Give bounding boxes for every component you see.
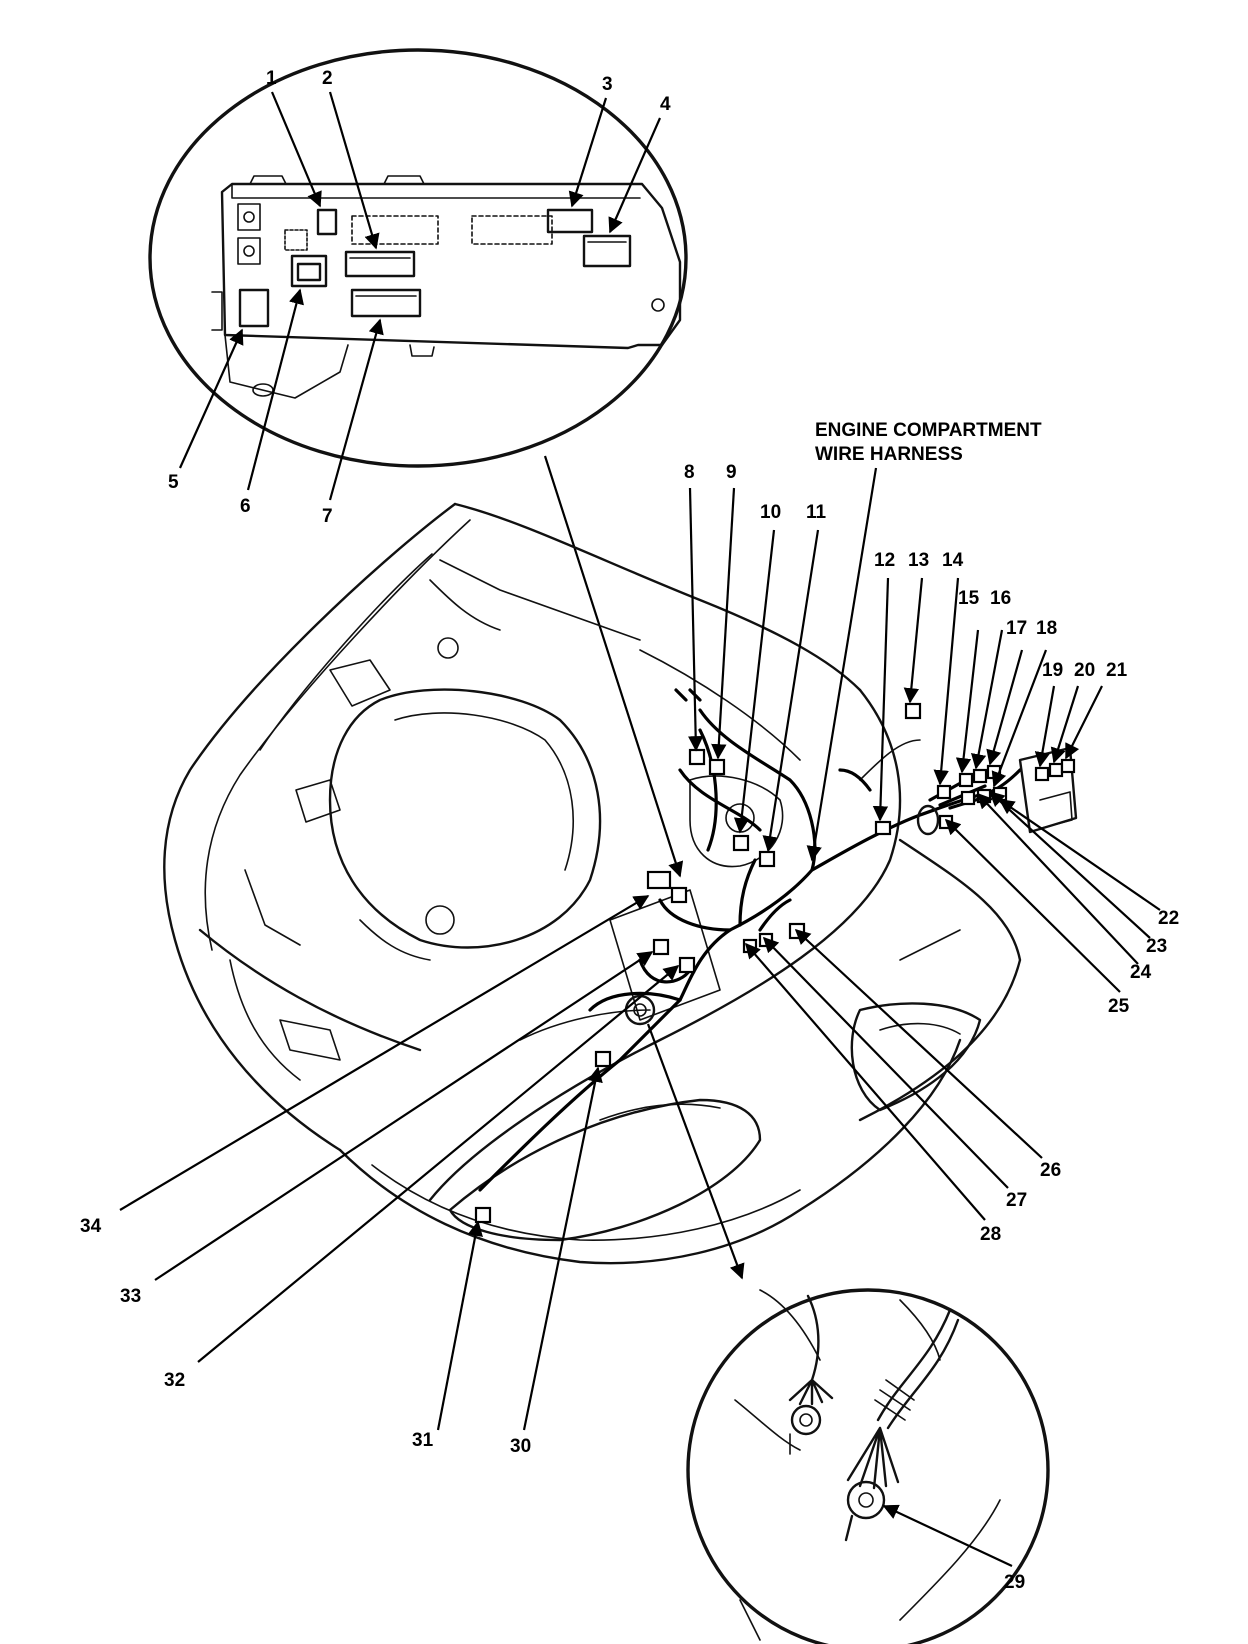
callout-32: 32 (164, 1370, 185, 1391)
callout-27: 27 (1006, 1190, 1027, 1211)
callout-13: 13 (908, 550, 929, 571)
callout-34: 34 (80, 1216, 102, 1237)
callout-1: 1 (266, 68, 277, 89)
main-leaders (119, 467, 1161, 1431)
callout-24: 24 (1130, 962, 1152, 983)
callout-7: 7 (322, 506, 333, 527)
callout-22: 22 (1158, 908, 1179, 929)
callout-3: 3 (602, 74, 613, 95)
callout-11: 11 (806, 502, 827, 523)
callout-26: 26 (1040, 1160, 1061, 1181)
callout-23: 23 (1146, 936, 1167, 957)
callout-28: 28 (980, 1224, 1001, 1245)
callout-10: 10 (760, 502, 781, 523)
callout-5: 5 (168, 472, 179, 493)
callout-12: 12 (874, 550, 895, 571)
callout-19: 19 (1042, 660, 1063, 681)
callout-16: 16 (990, 588, 1011, 609)
caption-line-1: ENGINE COMPARTMENT (815, 420, 1042, 441)
callout-18: 18 (1036, 618, 1057, 639)
callout-15: 15 (958, 588, 980, 609)
callout-14: 14 (942, 550, 964, 571)
callout-29: 29 (1004, 1572, 1025, 1593)
engine-compartment-wire-harness (478, 688, 1078, 1192)
callout-20: 20 (1074, 660, 1095, 681)
callout-33: 33 (120, 1286, 141, 1307)
callout-21: 21 (1106, 660, 1128, 681)
callout-17: 17 (1006, 618, 1027, 639)
ground-inset (686, 1288, 1050, 1644)
callout-2: 2 (322, 68, 333, 89)
callout-8: 8 (684, 462, 695, 483)
callout-4: 4 (660, 94, 671, 115)
callout-9: 9 (726, 462, 737, 483)
vehicle-front (163, 502, 1022, 1265)
inset-leaders (178, 91, 684, 878)
callout-6: 6 (240, 496, 251, 517)
callout-30: 30 (510, 1436, 531, 1457)
caption: ENGINE COMPARTMENT WIRE HARNESS (815, 420, 1042, 465)
callout-25: 25 (1108, 996, 1130, 1017)
callout-numbers: 1 2 3 4 5 6 7 8 9 10 11 12 13 14 15 16 1… (80, 68, 1179, 1593)
callout-31: 31 (412, 1430, 434, 1451)
caption-line-2: WIRE HARNESS (815, 444, 963, 465)
connectors (474, 702, 1076, 1224)
fuse-box-inset (148, 48, 688, 468)
